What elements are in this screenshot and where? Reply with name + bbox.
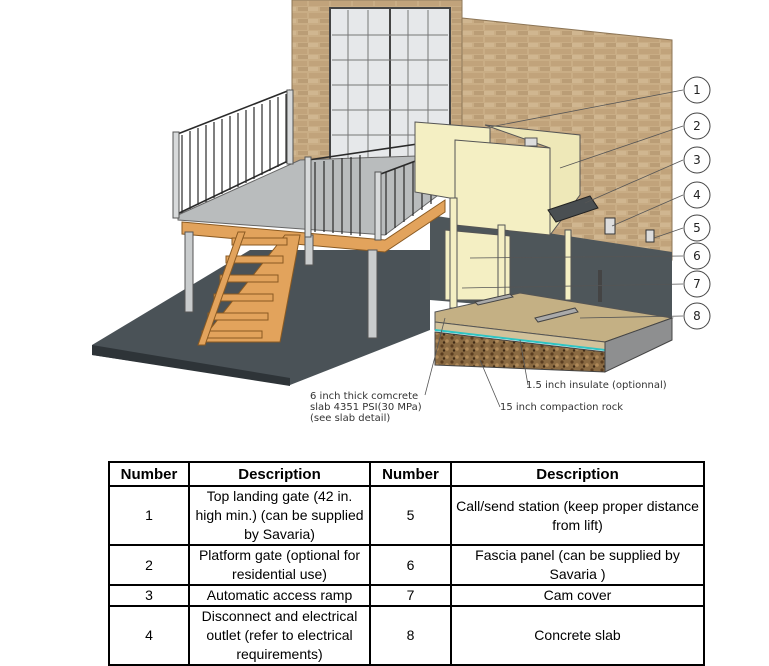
cam-cover [474,293,514,306]
table-row: 2 Platform gate (optional for residentia… [108,544,705,586]
table-header-row: Number Description Number Description [108,461,705,487]
cell-number: 3 [108,584,190,607]
callout-markers [683,76,711,330]
table-row: 4 Disconnect and electrical outlet (refe… [108,605,705,666]
platform-gate [454,139,551,236]
ground-slab-edge [92,345,290,386]
cell-number: 8 [369,605,452,666]
cell-number: 5 [369,485,452,546]
callout-2: 2 [693,119,701,133]
table-row: 3 Automatic access ramp 7 Cam cover [108,584,705,607]
insulate-note: 1.5 inch insulate (optionnal) [526,380,667,391]
slab-note-line-3: (see slab detail) [310,413,391,424]
parts-table: Number Description Number Description 1 … [108,461,705,666]
cell-description: Disconnect and electrical outlet (refer … [188,605,371,666]
cell-description: Fascia panel (can be supplied by Savaria… [450,544,705,586]
callout-6: 6 [693,249,701,263]
slab-note-line-1: 6 inch thick comcrete [310,391,419,402]
rock-note: 15 inch compaction rock [500,402,623,413]
table-row: 1 Top landing gate (42 in. high min.) (c… [108,485,705,546]
cell-description: Top landing gate (42 in. high min.) (can… [188,485,371,546]
callout-4: 4 [693,188,701,202]
callout-5: 5 [693,221,701,235]
deck-railing [174,89,446,216]
callout-8: 8 [693,309,701,323]
lift-installation-diagram: 1 2 3 4 5 6 7 8 [92,0,711,408]
callout-7: 7 [693,277,701,291]
header-number-2: Number [369,461,452,487]
callout-3: 3 [693,153,701,167]
cell-number: 1 [108,485,190,546]
slab-note: 6 inch thick comcrete slab 4351 PSI(30 M… [310,391,422,424]
cell-description: Automatic access ramp [188,584,371,607]
header-description-1: Description [188,461,371,487]
cell-description: Call/send station (keep proper distance … [450,485,705,546]
header-description-2: Description [450,461,705,487]
cell-number: 7 [369,584,452,607]
header-number-1: Number [108,461,190,487]
cell-number: 2 [108,544,190,586]
callout-1: 1 [693,83,701,97]
disconnect-box [604,217,616,235]
cell-number: 6 [369,544,452,586]
slab-note-line-2: slab 4351 PSI(30 MPa) [310,402,422,413]
cell-description: Concrete slab [450,605,705,666]
cell-description: Platform gate (optional for residential … [188,544,371,586]
wood-stairs [197,231,301,346]
call-send-station [645,229,655,243]
cell-description: Cam cover [450,584,705,607]
cell-number: 4 [108,605,190,666]
